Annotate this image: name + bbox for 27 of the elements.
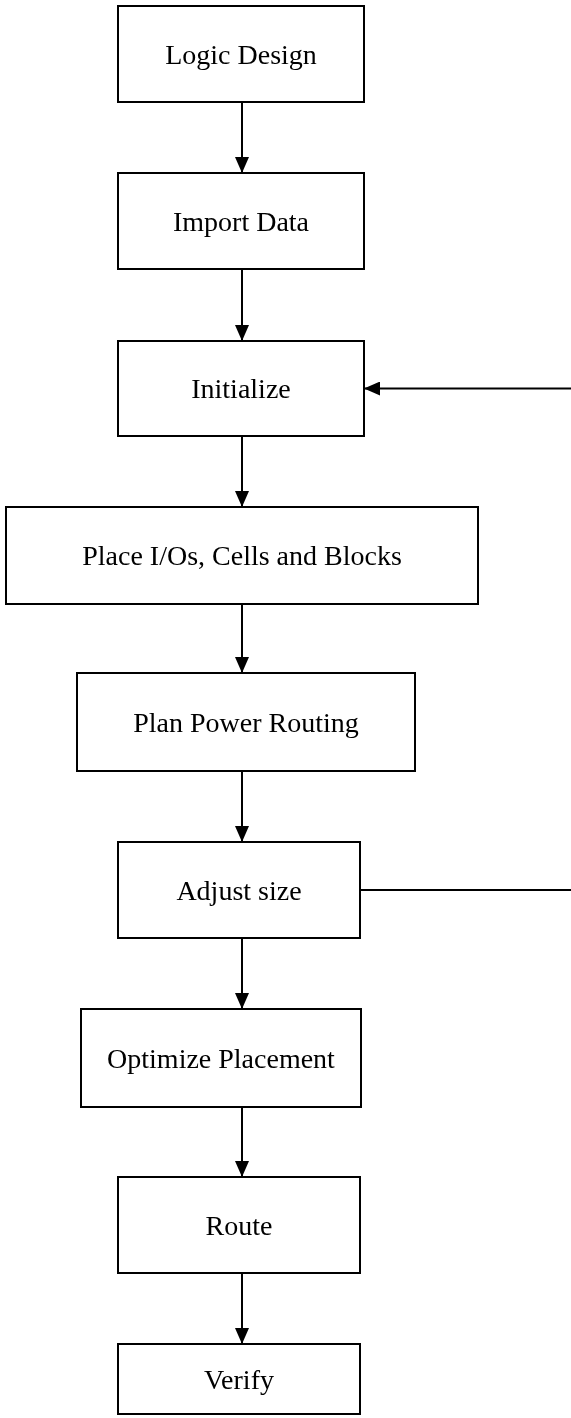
arrow [235, 269, 249, 341]
box-label: Import Data [172, 204, 310, 239]
process-box [117, 172, 365, 270]
box-label: Initialize [191, 372, 291, 406]
box-label: Route [205, 1208, 273, 1243]
process-box [117, 5, 365, 103]
process-box [76, 672, 416, 772]
box-label: Adjust size [176, 873, 302, 908]
process-box [117, 340, 365, 437]
process-box [117, 1176, 361, 1274]
box-label: Optimize Placement [107, 1041, 335, 1076]
box-label: Logic Design [165, 37, 317, 72]
box-label: Plan Power Routing [133, 705, 359, 740]
box-label: Verify [204, 1362, 274, 1397]
arrow [235, 1273, 249, 1344]
process-box [5, 506, 479, 605]
arrow [235, 1107, 249, 1177]
arrow [235, 436, 249, 507]
arrow [235, 102, 249, 173]
box-label: Place I/Os, Cells and Blocks [82, 539, 402, 573]
process-box [117, 1343, 361, 1415]
arrow [235, 938, 249, 1009]
process-box [117, 841, 361, 939]
process-box [80, 1008, 362, 1108]
arrow [235, 771, 249, 842]
arrow [364, 381, 571, 396]
arrow [235, 604, 249, 673]
